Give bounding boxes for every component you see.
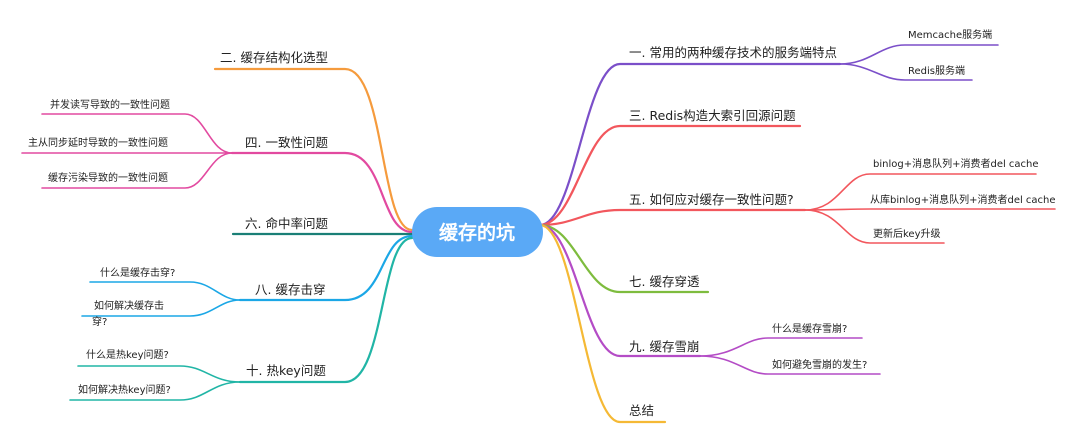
edge-b5-c3 bbox=[804, 209, 945, 244]
branch-b10-child-1[interactable]: 什么是热key问题? bbox=[86, 348, 169, 361]
branch-b4-child-3[interactable]: 缓存污染导致的一致性问题 bbox=[48, 171, 168, 184]
edge-b1 bbox=[538, 62, 842, 227]
edge-b9-c2 bbox=[699, 355, 881, 375]
edge-b4 bbox=[230, 151, 414, 234]
edge-b5 bbox=[538, 208, 807, 227]
branch-b9-child-2[interactable]: 如何避免雪崩的发生? bbox=[772, 358, 867, 371]
edge-b3 bbox=[538, 124, 802, 227]
edge-bsum bbox=[538, 223, 667, 424]
branch-b8-child-2a[interactable]: 如何解决缓存击 bbox=[94, 299, 164, 312]
edge-b4-c1 bbox=[41, 113, 233, 154]
branch-b10-child-2[interactable]: 如何解决热key问题? bbox=[78, 383, 171, 396]
branch-b5-child-3[interactable]: 更新后key升级 bbox=[873, 227, 941, 240]
branch-b9-child-1[interactable]: 什么是缓存雪崩? bbox=[772, 322, 847, 335]
edge-b10-c2 bbox=[69, 381, 241, 401]
branch-b3-label[interactable]: 三. Redis构造大索引回源问题 bbox=[629, 108, 796, 123]
edge-b10-c1 bbox=[77, 365, 241, 383]
branch-b5-child-2[interactable]: 从库binlog+消息队列+消费者del cache bbox=[870, 193, 1056, 206]
branch-b4-label[interactable]: 四. 一致性问题 bbox=[245, 135, 328, 150]
edge-b5-c1 bbox=[804, 173, 1037, 211]
edge-b9-c1 bbox=[699, 337, 863, 357]
edge-b1-c2 bbox=[839, 63, 973, 81]
branch-b7-label[interactable]: 七. 缓存穿透 bbox=[629, 274, 700, 289]
edge-b4-c3 bbox=[41, 152, 233, 189]
branch-b1-child-1[interactable]: Memcache服务端 bbox=[908, 28, 992, 41]
branch-b8-child-1[interactable]: 什么是缓存击穿? bbox=[100, 266, 175, 279]
branch-b8-child-2b: 穿? bbox=[92, 315, 107, 328]
edge-b2 bbox=[213, 67, 414, 232]
edge-b7 bbox=[538, 223, 710, 294]
branch-b5-label[interactable]: 五. 如何应对缓存一致性问题? bbox=[629, 192, 794, 207]
branch-b4-child-1[interactable]: 并发读写导致的一致性问题 bbox=[50, 98, 170, 111]
edge-b5-c2 bbox=[804, 208, 1056, 211]
branch-b1-child-2[interactable]: Redis服务端 bbox=[908, 64, 965, 77]
branch-b8-label[interactable]: 八. 缓存击穿 bbox=[255, 282, 325, 297]
branch-b1-label[interactable]: 一. 常用的两种缓存技术的服务端特点 bbox=[629, 45, 837, 60]
root-node[interactable] bbox=[412, 207, 543, 257]
edge-b8-c1 bbox=[89, 281, 241, 301]
edge-b8-c2 bbox=[81, 299, 241, 317]
branch-summary-label[interactable]: 总结 bbox=[629, 403, 654, 418]
edge-b1-c1 bbox=[839, 44, 999, 65]
branch-b4-child-2[interactable]: 主从同步延时导致的一致性问题 bbox=[28, 136, 168, 149]
edge-b10 bbox=[238, 236, 414, 384]
branch-b9-label[interactable]: 九. 缓存雪崩 bbox=[629, 339, 699, 354]
branch-b5-child-1[interactable]: binlog+消息队列+消费者del cache bbox=[873, 157, 1039, 170]
branch-b10-label[interactable]: 十. 热key问题 bbox=[246, 363, 326, 378]
edge-b9 bbox=[538, 223, 702, 358]
branch-b6-label[interactable]: 六. 命中率问题 bbox=[245, 216, 328, 231]
root-title: 缓存的坑 bbox=[439, 221, 515, 244]
branch-b2-label[interactable]: 二. 缓存结构化选型 bbox=[220, 50, 328, 65]
edge-b8 bbox=[238, 234, 414, 302]
